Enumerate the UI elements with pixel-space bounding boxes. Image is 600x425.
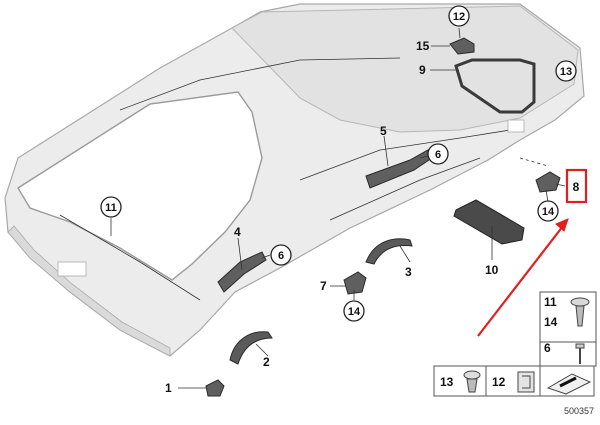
callout-1: 1	[165, 381, 172, 395]
grab-handle-part-2	[229, 331, 273, 365]
callout-2: 2	[263, 355, 270, 369]
callout-12: 12	[448, 5, 470, 27]
svg-text:6: 6	[278, 250, 284, 262]
glue-strip-icon	[546, 373, 592, 395]
svg-text:13: 13	[560, 66, 572, 78]
headliner-panel	[4, 3, 585, 357]
svg-text:6: 6	[435, 149, 441, 161]
plug-clip-icon	[463, 370, 481, 393]
push-rivet-icon	[570, 297, 590, 327]
screw-icon	[575, 343, 585, 364]
hardware-legend: 11 14 6 13 12 500357	[433, 291, 597, 416]
callout-13: 13	[555, 60, 577, 82]
svg-text:14: 14	[542, 206, 555, 218]
svg-text:14: 14	[348, 306, 361, 318]
legend-item-6: 6	[544, 341, 551, 355]
callout-3: 3	[405, 265, 412, 279]
bracket-part-4	[217, 251, 267, 293]
clip-part-15	[449, 37, 475, 55]
svg-text:8: 8	[573, 180, 580, 194]
clip-part-1	[205, 379, 225, 397]
callout-6-lower: 6	[270, 244, 292, 266]
callout-8-highlighted: 8	[565, 168, 588, 204]
callout-6-upper: 6	[427, 143, 449, 165]
callout-10: 10	[485, 263, 499, 277]
callout-15: 15	[416, 39, 430, 53]
legend-item-13: 13	[440, 375, 454, 389]
callout-14-right: 14	[537, 200, 559, 222]
legend-item-14: 14	[544, 315, 558, 329]
legend-item-11: 11	[544, 295, 557, 309]
callout-5: 5	[380, 124, 387, 138]
callout-14-center: 14	[343, 300, 365, 322]
window-seal-part	[454, 58, 536, 114]
callout-9: 9	[419, 63, 426, 77]
leader-lines	[110, 27, 566, 389]
legend-item-12: 12	[492, 375, 506, 389]
clip-part-8	[535, 171, 561, 193]
red-arrow-icon	[477, 218, 569, 337]
diagram-number: 500357	[564, 406, 594, 416]
clip-part-7	[343, 271, 367, 295]
callout-11: 11	[100, 196, 122, 218]
callout-4: 4	[234, 225, 241, 239]
svg-text:12: 12	[453, 11, 465, 23]
grab-handle-part-3	[365, 238, 413, 265]
cover-panel-part-10	[453, 199, 525, 245]
spring-clip-icon	[517, 371, 535, 393]
callout-7: 7	[320, 279, 327, 293]
svg-text:11: 11	[105, 202, 117, 214]
